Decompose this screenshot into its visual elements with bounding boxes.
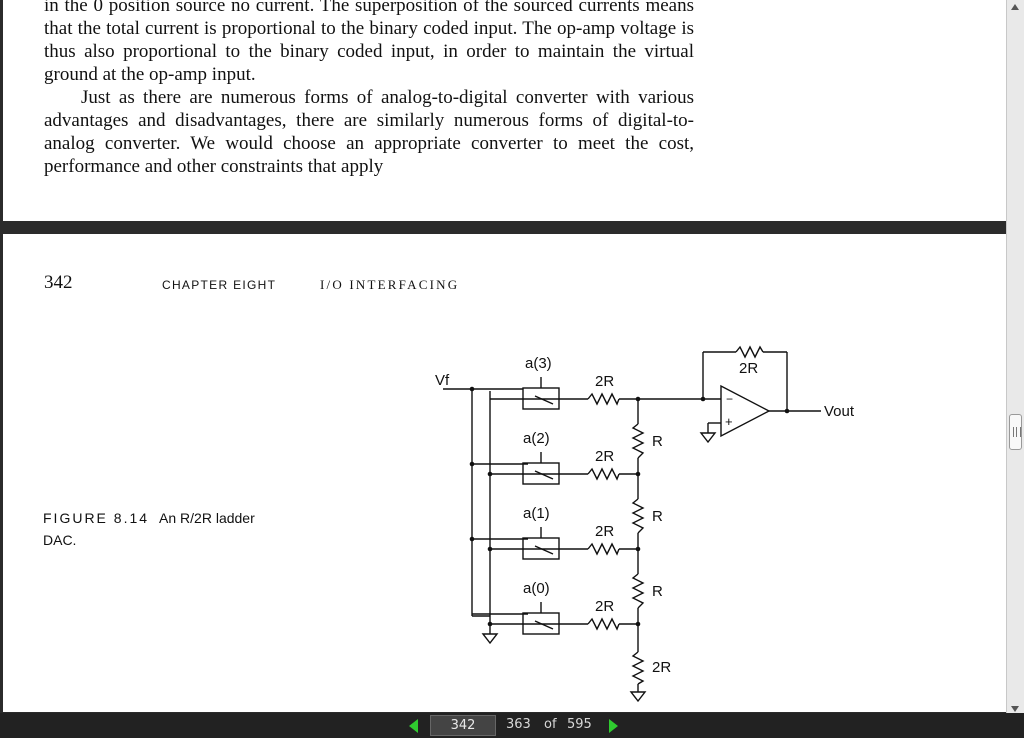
current-page: 342 CHAPTER EIGHT I/O INTERFACING FIGURE…: [3, 234, 1006, 712]
chapter-label: CHAPTER EIGHT: [162, 278, 277, 292]
resistor-label-r: R: [652, 583, 663, 600]
figure-caption-text: An R/2R ladder DAC.: [43, 510, 255, 548]
scroll-thumb[interactable]: [1009, 414, 1022, 450]
resistor-label-r: R: [652, 508, 663, 525]
terminator-label: 2R: [652, 659, 671, 676]
resistor-label-2r: 2R: [595, 523, 614, 540]
switch-label-a3: a(3): [525, 355, 552, 372]
opamp-minus-label: −: [726, 392, 733, 406]
r2r-ladder-dac-diagram: Vf a(3) a(2) a(1) a(0) 2R 2R 2R 2R R R R…: [435, 345, 855, 703]
switch-label-a0: a(0): [523, 580, 550, 597]
next-page-arrow-icon[interactable]: [609, 719, 618, 733]
page-index: 363: [506, 717, 531, 732]
vf-label: Vf: [435, 372, 450, 389]
switch-label-a2: a(2): [523, 430, 550, 447]
chapter-title: I/O INTERFACING: [320, 277, 460, 292]
opamp-plus-label: +: [725, 414, 733, 429]
paragraph: in the 0 position source no current. The…: [44, 0, 694, 85]
previous-page-arrow-icon[interactable]: [409, 719, 418, 733]
grip-icon: [1013, 427, 1021, 437]
resistor-label-r: R: [652, 433, 663, 450]
scroll-up-arrow-icon[interactable]: [1011, 4, 1019, 10]
body-text: in the 0 position source no current. The…: [44, 0, 694, 178]
resistor-label-2r: 2R: [595, 598, 614, 615]
previous-page: in the 0 position source no current. The…: [3, 0, 1006, 221]
scroll-down-arrow-icon[interactable]: [1011, 706, 1019, 712]
feedback-resistor-label: 2R: [739, 360, 758, 377]
page-of-label: of: [544, 717, 557, 732]
resistor-label-2r: 2R: [595, 373, 614, 390]
figure-label: FIGURE 8.14: [43, 510, 150, 526]
switch-label-a1: a(1): [523, 505, 550, 522]
page-number: 342: [44, 272, 73, 293]
page-navigation-bar: 363 of 595: [0, 713, 1024, 738]
total-pages: 595: [567, 717, 592, 732]
running-head: 342 CHAPTER EIGHT I/O INTERFACING: [3, 272, 1006, 302]
vout-label: Vout: [824, 403, 855, 420]
paragraph: Just as there are numerous forms of anal…: [44, 87, 694, 177]
vertical-scrollbar[interactable]: [1006, 0, 1024, 716]
page-number-input[interactable]: [430, 715, 496, 736]
resistor-label-2r: 2R: [595, 448, 614, 465]
